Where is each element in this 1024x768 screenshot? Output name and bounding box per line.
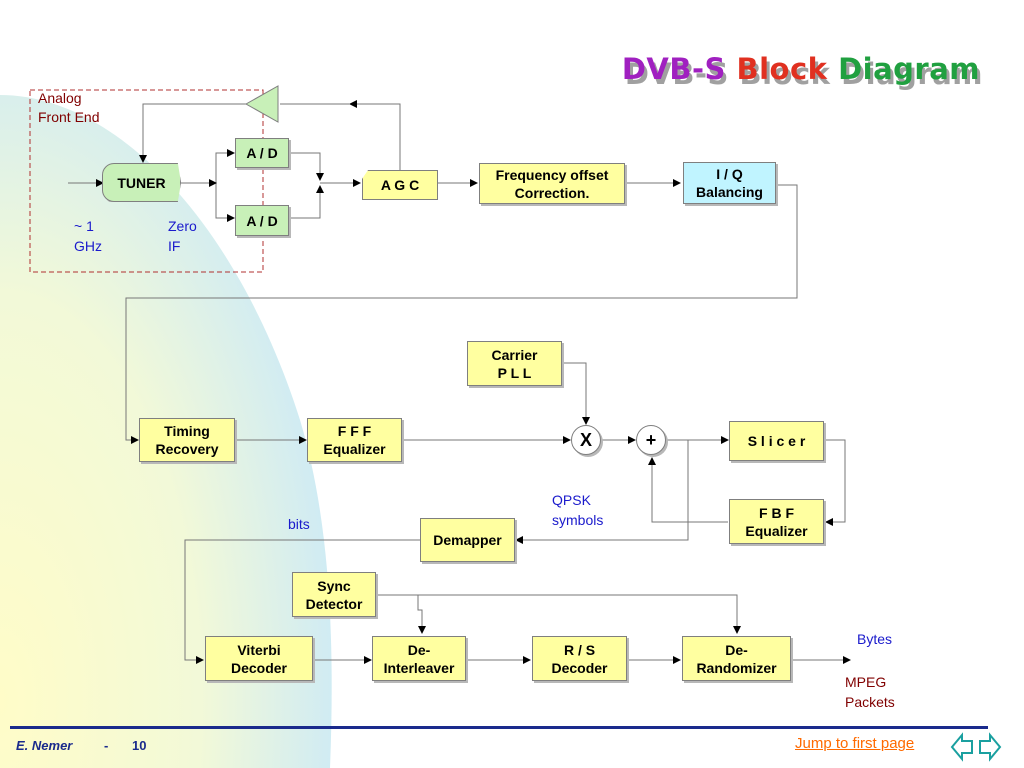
de-randomizer-block: De- Randomizer [682,636,791,681]
ad-converter-top: A / D [235,138,289,168]
qpsk-symbols-label: QPSK symbols [552,492,604,528]
previous-arrow-icon [950,732,973,762]
timing-recovery-block: Timing Recovery [139,418,235,462]
adder-symbol: + [636,425,666,455]
analog-front-end-label: Analog Front End [38,90,100,125]
agc-block: A G C [362,170,438,200]
iq-balancing-block: I / Q Balancing [683,162,776,204]
title-part-diagram: Diagram [838,52,980,86]
mpeg-packets-label: MPEG Packets [845,674,895,710]
jump-to-first-page-link[interactable]: Jump to first page [795,735,915,752]
zero-if-label: Zero IF [168,218,197,254]
title-part-dvbs: DVB-S [621,52,726,86]
frequency-label: ~ 1 GHz [74,218,102,254]
viterbi-decoder-block: Viterbi Decoder [205,636,313,681]
slicer-block: S l i c e r [729,421,824,461]
next-arrow-icon [979,732,1002,762]
sync-detector-block: Sync Detector [292,572,376,617]
fbf-equalizer-block: F B F Equalizer [729,499,824,544]
author-name: E. Nemer [16,738,73,753]
bits-label: bits [288,516,310,532]
ad-converter-bottom: A / D [235,205,289,236]
analog-front-end-boundary [29,89,264,273]
bytes-label: Bytes [857,631,893,647]
demapper-block: Demapper [420,518,515,562]
agc-amplifier-triangle [244,85,279,123]
fff-equalizer-block: F F F Equalizer [307,418,402,462]
navigation-arrows[interactable] [950,730,1002,764]
title-part-block: Block [736,52,828,86]
diagram-title: DVB-S Block Diagram [622,52,980,86]
de-interleaver-block: De- Interleaver [372,636,466,681]
carrier-pll-block: Carrier P L L [467,341,562,386]
footer-divider [10,726,988,729]
tuner-block: TUNER [102,163,181,202]
footer-separator: - [104,738,109,753]
mixer-symbol: X [571,425,601,455]
rs-decoder-block: R / S Decoder [532,636,627,681]
frequency-offset-correction-block: Frequency offset Correction. [479,163,625,204]
page-number: 10 [132,738,147,753]
